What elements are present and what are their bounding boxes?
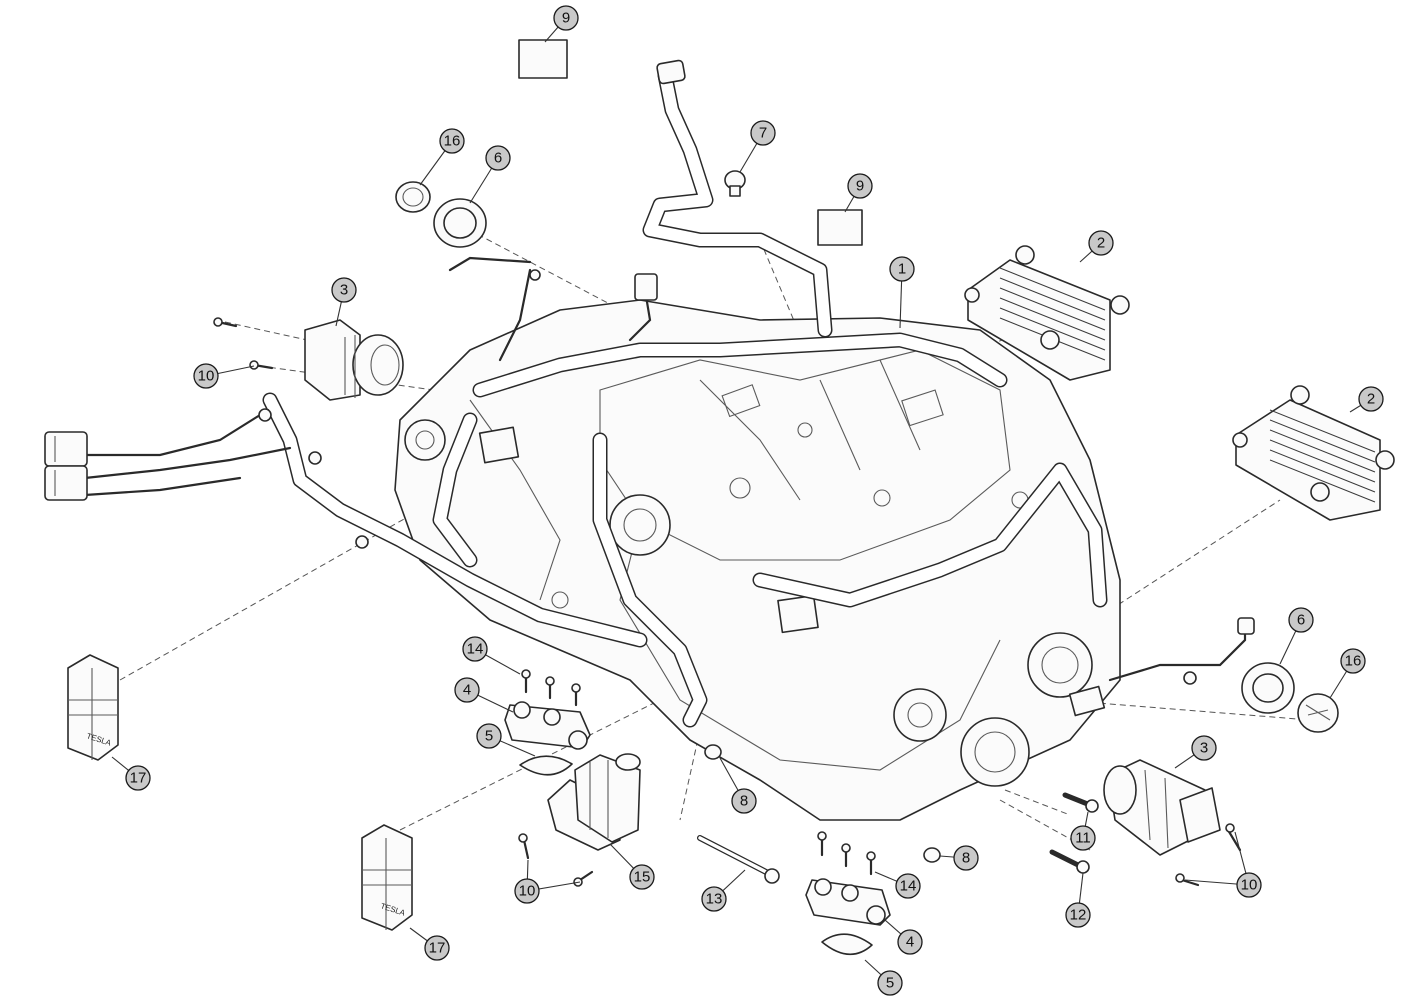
callout-4: 4 <box>454 677 480 703</box>
svg-text:9: 9 <box>856 178 864 195</box>
svg-text:16: 16 <box>1345 653 1362 670</box>
label-sheet-top <box>518 39 568 79</box>
callout-14: 14 <box>462 636 488 662</box>
callout-14: 14 <box>895 873 921 899</box>
svg-text:17: 17 <box>429 940 446 957</box>
label-sheets <box>518 39 863 246</box>
svg-text:8: 8 <box>740 793 748 810</box>
plugs-8 <box>704 744 941 863</box>
callout-16: 16 <box>439 128 465 154</box>
oil-cooler-upper <box>964 245 1130 381</box>
mount-left <box>504 701 591 750</box>
wiring-harness <box>83 256 1247 685</box>
callout-3: 3 <box>331 277 357 303</box>
svg-text:7: 7 <box>759 125 767 142</box>
svg-text:8: 8 <box>962 850 970 867</box>
callout-1: 1 <box>889 256 915 282</box>
pad-right <box>821 933 873 956</box>
svg-text:3: 3 <box>340 282 348 299</box>
connector-module-lower: TESLA <box>361 824 413 931</box>
svg-text:16: 16 <box>444 133 461 150</box>
callout-8: 8 <box>731 788 757 814</box>
svg-text:13: 13 <box>706 891 723 908</box>
svg-text:14: 14 <box>467 641 484 658</box>
sensor-7 <box>724 170 746 197</box>
drive-unit-assembly <box>394 299 1121 821</box>
svg-text:4: 4 <box>463 682 471 699</box>
bolts-10-lower <box>518 823 1242 887</box>
svg-text:5: 5 <box>485 728 493 745</box>
svg-text:14: 14 <box>900 878 917 895</box>
callout-17: 17 <box>424 935 450 961</box>
callout-6: 6 <box>485 145 511 171</box>
coolant-hoses <box>432 59 1108 728</box>
svg-text:10: 10 <box>1241 877 1258 894</box>
svg-text:12: 12 <box>1070 907 1087 924</box>
svg-text:15: 15 <box>634 869 651 886</box>
callout-3: 3 <box>1191 735 1217 761</box>
mount-right <box>805 878 891 926</box>
callout-11: 11 <box>1070 825 1096 851</box>
svg-text:4: 4 <box>906 934 914 951</box>
svg-text:17: 17 <box>130 770 147 787</box>
callout-13: 13 <box>701 886 727 912</box>
callout-7: 7 <box>750 120 776 146</box>
pad-left <box>519 755 573 776</box>
callouts: 9 16 6 7 9 1 2 2 3 10 6 16 14 4 5 17 3 8… <box>125 5 1384 996</box>
svg-text:10: 10 <box>519 883 536 900</box>
bolts-10-left <box>213 317 274 370</box>
callout-15: 15 <box>629 864 655 890</box>
connector-module-upper: TESLA <box>67 654 119 761</box>
bolt-11 <box>1062 792 1099 813</box>
callout-8: 8 <box>953 845 979 871</box>
svg-text:2: 2 <box>1097 235 1105 252</box>
svg-text:6: 6 <box>494 150 502 167</box>
long-bolt-13 <box>697 835 780 884</box>
svg-text:5: 5 <box>886 975 894 992</box>
svg-text:9: 9 <box>562 10 570 27</box>
callout-5: 5 <box>476 723 502 749</box>
callout-17: 17 <box>125 765 151 791</box>
svg-text:1: 1 <box>898 261 906 278</box>
callout-16: 16 <box>1340 648 1366 674</box>
callout-4: 4 <box>897 929 923 955</box>
bolts-14-left <box>521 669 581 707</box>
svg-text:6: 6 <box>1297 612 1305 629</box>
plug-left <box>395 181 431 213</box>
svg-text:10: 10 <box>198 368 215 385</box>
bolt-12 <box>1049 849 1090 874</box>
callout-9: 9 <box>553 5 579 31</box>
motor-module-right <box>1103 759 1221 856</box>
svg-text:2: 2 <box>1367 391 1375 408</box>
callout-2: 2 <box>1358 386 1384 412</box>
callout-2: 2 <box>1088 230 1114 256</box>
label-sheet-middle <box>817 209 863 246</box>
callout-10: 10 <box>1236 872 1262 898</box>
motor-module-left <box>304 319 404 401</box>
callout-6: 6 <box>1288 607 1314 633</box>
svg-text:3: 3 <box>1200 740 1208 757</box>
callout-12: 12 <box>1065 902 1091 928</box>
oil-cooler-lower <box>1232 385 1395 521</box>
harness-connectors <box>44 273 1255 635</box>
motor-module-15 <box>547 753 641 851</box>
bolts-14-right <box>817 831 876 876</box>
callout-5: 5 <box>877 970 903 996</box>
svg-text:11: 11 <box>1075 830 1091 847</box>
callout-10: 10 <box>193 363 219 389</box>
seal-plug-left <box>395 181 487 248</box>
seal-plug-right <box>1241 662 1339 733</box>
callout-10: 10 <box>514 878 540 904</box>
callout-9: 9 <box>847 173 873 199</box>
